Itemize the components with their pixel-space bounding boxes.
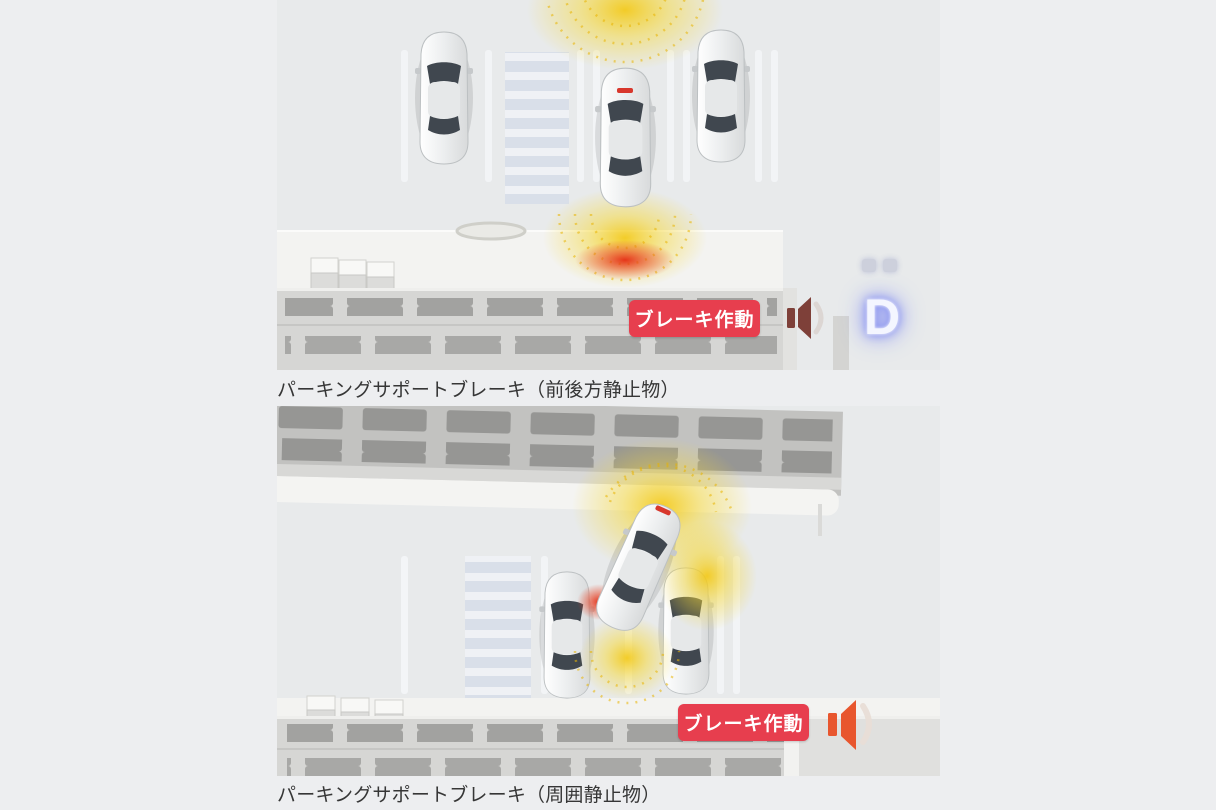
- speaker-icon: [783, 292, 841, 344]
- crosswalk: [505, 52, 569, 204]
- scene-surroundings: [277, 406, 940, 776]
- display-segment-left: [862, 259, 876, 272]
- caption-surroundings: パーキングサポートブレーキ（周囲静止物）: [277, 784, 661, 806]
- rear-alert-glow: [575, 240, 675, 280]
- display-segment-right: [883, 259, 897, 272]
- rear-sensor-waves: [543, 188, 707, 288]
- parked-car-right: [691, 29, 751, 163]
- crosswalk: [465, 556, 531, 702]
- caption-front-rear: パーキングサポートブレーキ（前後方静止物）: [277, 379, 680, 401]
- content-column: ブレーキ作動 D パーキングサポートブレーキ（前後方静止物）: [277, 0, 940, 810]
- garage-structure: [277, 406, 843, 516]
- parked-car-left: [414, 31, 474, 165]
- brake-activated-badge: ブレーキ作動: [678, 704, 809, 741]
- panel-front-rear: ブレーキ作動 D: [277, 0, 940, 370]
- structure-seam: [818, 504, 822, 536]
- ego-car: [594, 67, 657, 208]
- brake-activated-badge: ブレーキ作動: [629, 300, 760, 337]
- panel-surroundings: ブレーキ作動: [277, 406, 940, 776]
- ego-car: [585, 494, 693, 640]
- hazard-mark: [617, 88, 633, 93]
- curb-structure: [277, 695, 940, 776]
- scene-front-rear: [277, 0, 940, 370]
- speaker-icon: [823, 694, 889, 754]
- shift-indicator-d: D: [863, 289, 901, 345]
- front-sensor-waves: [527, 0, 723, 70]
- hazard-mark: [655, 505, 671, 516]
- parking-bay-lines: [401, 50, 778, 182]
